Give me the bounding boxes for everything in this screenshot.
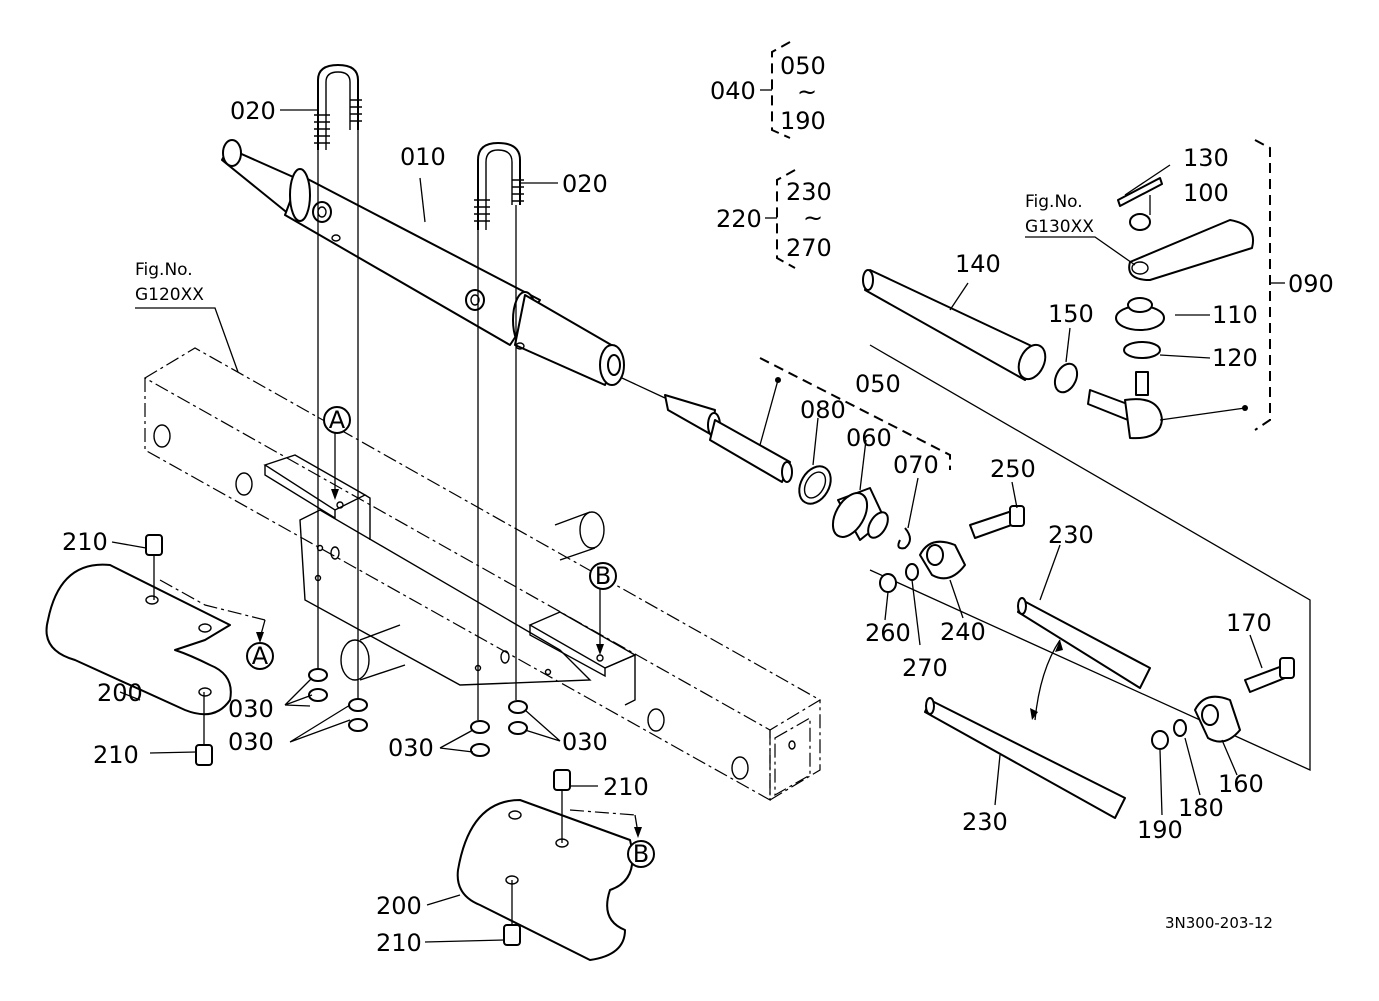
tie-rod-outer	[862, 177, 1311, 772]
label-040: 040	[710, 77, 756, 105]
nuts-030	[308, 668, 528, 757]
label-210-a: 210	[62, 528, 108, 556]
label-180: 180	[1178, 794, 1224, 822]
label-040-range-start: 050	[780, 52, 826, 80]
label-020-left: 020	[230, 97, 276, 125]
label-270: 270	[902, 654, 948, 682]
label-030-a: 030	[228, 695, 274, 723]
brace-090	[1254, 139, 1271, 431]
label-220-range-tilde: ~	[803, 204, 823, 232]
label-020-right: 020	[562, 170, 608, 198]
label-250: 250	[990, 455, 1036, 483]
label-080: 080	[800, 396, 846, 424]
u-bolts	[314, 64, 524, 720]
fig-ref-left-line1: Fig.No.	[135, 260, 193, 280]
label-170: 170	[1226, 609, 1272, 637]
label-150: 150	[1048, 300, 1094, 328]
label-040-range-tilde: ~	[797, 78, 817, 106]
marker-a-bottom: A	[252, 642, 269, 670]
marker-b-top: B	[595, 562, 611, 590]
label-030-d: 030	[562, 728, 608, 756]
brace-040	[760, 41, 791, 139]
label-060: 060	[846, 424, 892, 452]
front-axle-frame	[143, 347, 822, 802]
label-010: 010	[400, 143, 446, 171]
label-260: 260	[865, 619, 911, 647]
label-220-range-start: 230	[786, 178, 832, 206]
label-220: 220	[716, 205, 762, 233]
section-markers	[246, 406, 655, 868]
label-210-c: 210	[603, 773, 649, 801]
label-240: 240	[940, 618, 986, 646]
fig-ref-right-line1: Fig.No.	[1025, 192, 1083, 212]
label-220-range-end: 270	[786, 234, 832, 262]
label-090: 090	[1288, 270, 1334, 298]
label-200-b: 200	[376, 892, 422, 920]
fig-ref-right-line2: G130XX	[1025, 217, 1094, 237]
marker-a-top: A	[329, 406, 346, 434]
drawing-number: 3N300-203-12	[1165, 914, 1273, 932]
label-030-b: 030	[228, 728, 274, 756]
label-160: 160	[1218, 770, 1264, 798]
label-210-b: 210	[93, 741, 139, 769]
label-130: 130	[1183, 144, 1229, 172]
steering-cylinder	[221, 139, 625, 386]
label-120: 120	[1212, 344, 1258, 372]
clamp-assembly	[879, 505, 1295, 819]
label-190: 190	[1137, 816, 1183, 844]
label-100: 100	[1183, 179, 1229, 207]
brace-220	[765, 169, 796, 269]
label-110: 110	[1212, 301, 1258, 329]
label-230-top: 230	[1048, 521, 1094, 549]
marker-b-bottom: B	[633, 840, 649, 868]
label-050: 050	[855, 370, 901, 398]
label-230-bottom: 230	[962, 808, 1008, 836]
tie-rod-inner	[621, 357, 951, 550]
label-200-a: 200	[97, 679, 143, 707]
leader-lines	[111, 109, 1263, 943]
label-030-c: 030	[388, 734, 434, 762]
label-140: 140	[955, 250, 1001, 278]
covers-200	[45, 534, 636, 961]
label-040-range-end: 190	[780, 107, 826, 135]
label-210-d: 210	[376, 929, 422, 957]
label-070: 070	[893, 451, 939, 479]
fig-ref-left-line2: G120XX	[135, 285, 204, 305]
